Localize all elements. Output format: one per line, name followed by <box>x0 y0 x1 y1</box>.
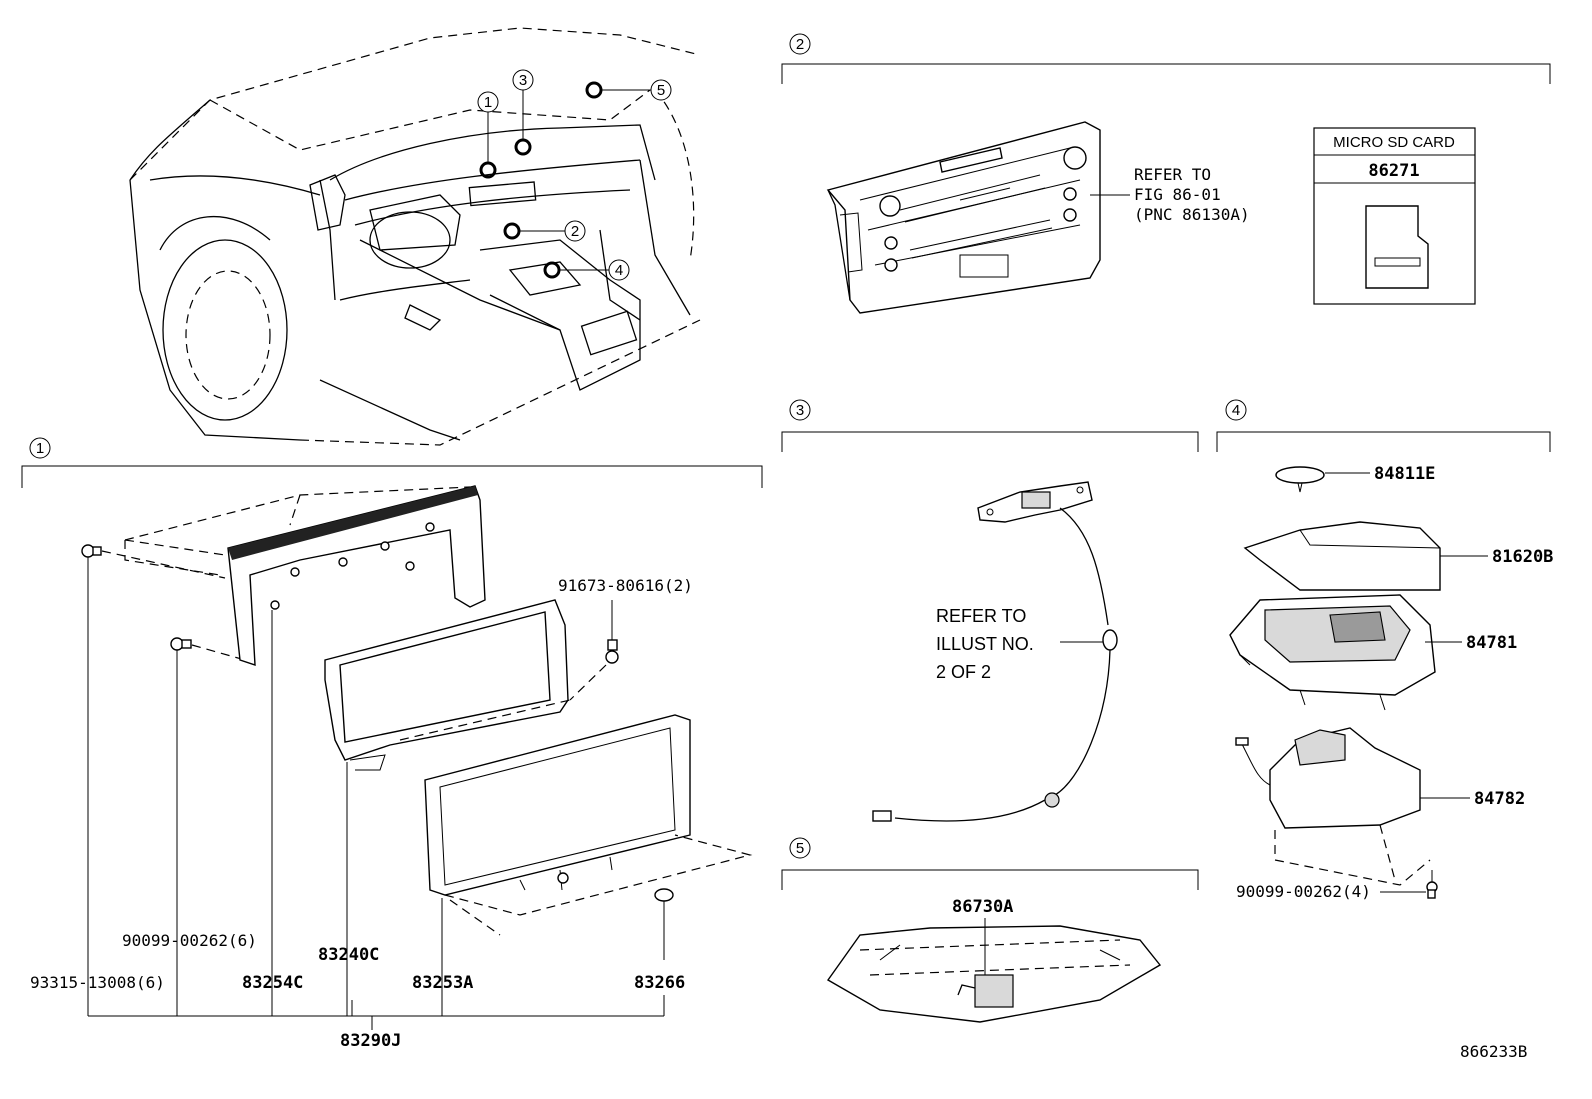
label-86730a: 86730A <box>952 897 1013 917</box>
label-84811e: 84811E <box>1374 464 1435 484</box>
section-2: 2 REFER TO FIG 86-01 (PNC 86130A) <box>781 33 1551 314</box>
section-1: 1 <box>21 437 763 1051</box>
knob-84811e <box>1275 466 1370 493</box>
overhead-console-illustration <box>826 918 1162 1023</box>
label-84782: 84782 <box>1474 789 1525 809</box>
label-90099-00262-6: 90099-00262(6) <box>122 931 257 950</box>
label-91673-80616: 91673-80616(2) <box>558 576 693 595</box>
label-90099-00262-4: 90099-00262(4) <box>1236 882 1371 901</box>
refer-fig-line1: REFER TO <box>1134 165 1211 184</box>
vehicle-callouts: 1 3 5 2 4 <box>477 69 672 281</box>
label-83240c: 83240C <box>318 945 379 965</box>
cap-83266 <box>654 888 674 960</box>
shift-assembly-84782 <box>1235 727 1470 886</box>
camera-cable-illustration <box>872 481 1118 822</box>
label-93315-13008: 93315-13008(6) <box>30 973 165 992</box>
bolt-90099-4 <box>1380 870 1438 899</box>
vehicle-callout-1: 1 <box>484 94 492 111</box>
label-83290j: 83290J <box>340 1031 401 1051</box>
refer-illust-line1: REFER TO <box>936 606 1026 626</box>
vehicle-callout-5: 5 <box>657 82 665 99</box>
section-4: 4 84811E 81620B 84781 <box>1216 399 1553 901</box>
head-unit-illustration <box>826 121 1101 314</box>
label-84781: 84781 <box>1466 633 1517 653</box>
display-83253a <box>424 714 753 1016</box>
refer-illust-line2: ILLUST NO. <box>936 634 1034 654</box>
vehicle-callout-4: 4 <box>615 262 623 279</box>
vehicle-interior-illustration <box>129 27 701 446</box>
label-83253a: 83253A <box>412 973 473 993</box>
label-83266: 83266 <box>634 973 685 993</box>
switch-panel-84781 <box>1229 594 1462 711</box>
micro-sd-card-box: MICRO SD CARD 86271 <box>1313 127 1476 305</box>
section-3-callout: 3 <box>796 402 804 419</box>
refer-illust-line3: 2 OF 2 <box>936 662 991 682</box>
section-5: 5 86730A <box>781 837 1199 1023</box>
sd-card-part-number: 86271 <box>1368 161 1419 181</box>
screw-91673 <box>569 600 619 701</box>
section-4-callout: 4 <box>1232 402 1240 419</box>
label-83254c: 83254C <box>242 973 303 993</box>
vehicle-callout-2: 2 <box>571 223 579 240</box>
sd-card-title: MICRO SD CARD <box>1333 134 1455 151</box>
label-81620b: 81620B <box>1492 547 1553 567</box>
section-1-callout: 1 <box>36 440 44 457</box>
sd-card-icon <box>1365 205 1429 289</box>
section-3: 3 REFER TO ILLUST NO. 2 OF 2 <box>781 399 1199 822</box>
frame-83240c <box>324 599 571 1016</box>
cover-81620b <box>1243 521 1488 591</box>
vehicle-callout-3: 3 <box>519 72 527 89</box>
section-5-callout: 5 <box>796 840 804 857</box>
figure-id: 866233B <box>1460 1042 1527 1061</box>
bracket-83254c <box>124 485 486 1016</box>
section-2-callout: 2 <box>796 36 804 53</box>
refer-fig-line2: FIG 86-01 <box>1134 185 1221 204</box>
bolt-93315 <box>81 544 226 1016</box>
refer-fig-line3: (PNC 86130A) <box>1134 205 1250 224</box>
screw-90099 <box>170 637 246 1016</box>
